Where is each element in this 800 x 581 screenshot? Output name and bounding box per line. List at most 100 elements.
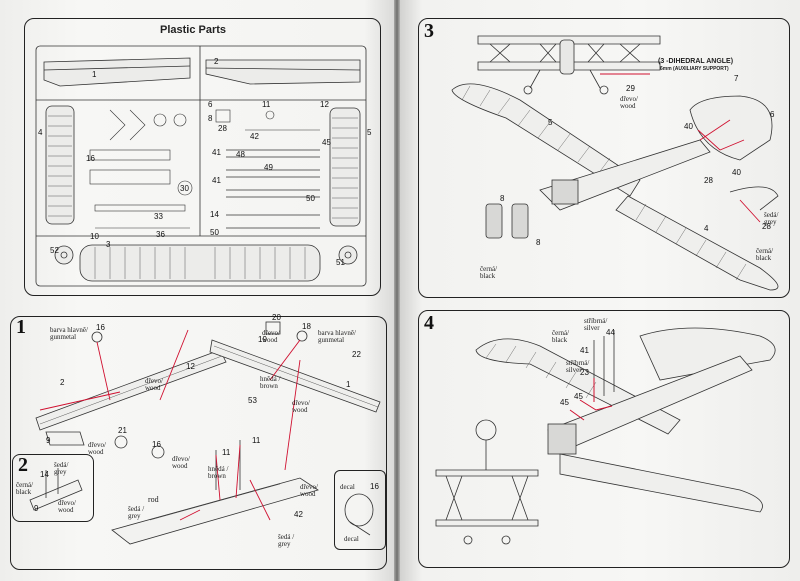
sprue-part-number: 4 bbox=[38, 128, 43, 137]
step-2-subpanel bbox=[12, 454, 94, 522]
step-1-part-number: 16 bbox=[96, 323, 105, 332]
step-3-part-number: 7 bbox=[734, 74, 739, 83]
sprue-part-number: 2 bbox=[214, 57, 219, 66]
step-3-part-number: 28 bbox=[704, 176, 713, 185]
sprue-part-number: 6 bbox=[208, 100, 213, 109]
step-3-part-number: 5 bbox=[548, 118, 553, 127]
step-1-part-number: 1 bbox=[346, 380, 351, 389]
material-label: šedá/grey bbox=[54, 461, 69, 476]
material-label: dřevo/wood bbox=[145, 377, 163, 392]
step-1-part-number: 21 bbox=[118, 426, 127, 435]
sprue-part-number: 50 bbox=[306, 194, 315, 203]
material-label: šedá/grey bbox=[764, 211, 779, 226]
step-3-part-number: 40 bbox=[732, 168, 741, 177]
sprue-part-number: 11 bbox=[262, 100, 271, 109]
step-1-part-number: 42 bbox=[294, 510, 303, 519]
sprue-part-number: 10 bbox=[90, 232, 99, 241]
material-label: dřevo/wood bbox=[300, 483, 318, 498]
step-4-part-number: 23 bbox=[580, 368, 589, 377]
step-3-part-number: 8 bbox=[500, 194, 505, 203]
step-1-part-number: 2 bbox=[60, 378, 65, 387]
sprue-part-number: 16 bbox=[86, 154, 95, 163]
step-3-panel bbox=[418, 18, 790, 298]
sprue-part-number: 41 bbox=[212, 176, 221, 185]
sprue-part-number: 3 bbox=[106, 240, 111, 249]
material-label: šedá /grey bbox=[128, 505, 145, 520]
material-label: černá/black bbox=[480, 265, 498, 280]
sprue-part-number: 30 bbox=[180, 184, 189, 193]
sprue-part-number: 48 bbox=[236, 150, 245, 159]
sprue-part-number: 45 bbox=[322, 138, 331, 147]
step-1-part-number: 53 bbox=[248, 396, 257, 405]
step-1-number: 1 bbox=[16, 316, 26, 338]
material-label: barva hlavně/gunmetal bbox=[318, 329, 356, 344]
material-label: hnědá /brown bbox=[208, 465, 229, 480]
step-4-part-number: 45 bbox=[574, 392, 583, 401]
sprue-part-number: 28 bbox=[218, 124, 227, 133]
sprue-part-number: 14 bbox=[210, 210, 219, 219]
material-label: hnědá /brown bbox=[260, 375, 281, 390]
material-label: černá/black bbox=[16, 481, 34, 496]
step-1-part-number: 22 bbox=[352, 350, 361, 359]
step-3-part-number: 6 bbox=[770, 110, 775, 119]
decal-label: decal bbox=[344, 535, 359, 543]
material-label: stříbrná/silver bbox=[584, 317, 608, 332]
material-label: stříbrná/silver bbox=[566, 359, 590, 374]
material-label: černá/black bbox=[552, 329, 570, 344]
dihedral-note-title: (3 -DIHEDRAL ANGLE) bbox=[658, 58, 734, 65]
step-3-part-number: 28 bbox=[762, 222, 771, 231]
sprue-part-number: 51 bbox=[336, 258, 345, 267]
sprue-part-number: 42 bbox=[250, 132, 259, 141]
step-3-part-number: 40 bbox=[684, 122, 693, 131]
step-1-part-number: 11 bbox=[252, 436, 261, 445]
sprue-part-number: 1 bbox=[92, 70, 97, 79]
material-label: dřevo/wood bbox=[262, 329, 280, 344]
step-1-part-number: 9 bbox=[46, 436, 51, 445]
material-label: dřevo/wood bbox=[292, 399, 310, 414]
step-4-part-number: 44 bbox=[606, 328, 615, 337]
rod-label: rod bbox=[148, 495, 159, 504]
decal-subpanel bbox=[334, 470, 386, 550]
sprue-part-number: 5 bbox=[367, 128, 372, 137]
sprue-part-number: 50 bbox=[210, 228, 219, 237]
step-3-part-number: 29 bbox=[626, 84, 635, 93]
sprue-part-number: 8 bbox=[208, 114, 213, 123]
step-2-number: 2 bbox=[18, 454, 28, 476]
sprue-part-number: 52 bbox=[50, 246, 59, 255]
step-2-part-number: 9 bbox=[34, 504, 39, 513]
sprue-part-number: 49 bbox=[264, 163, 273, 172]
step-2-part-number: 14 bbox=[40, 470, 49, 479]
step-1-part-number: 18 bbox=[302, 322, 311, 331]
material-label: šedá /grey bbox=[278, 533, 295, 548]
step-4-part-number: 41 bbox=[580, 346, 589, 355]
plastic-parts-panel bbox=[24, 18, 381, 296]
material-label: barva hlavně/gunmetal bbox=[50, 326, 88, 341]
step-1-part-number: 11 bbox=[222, 448, 231, 457]
material-label: černá/black bbox=[756, 247, 774, 262]
step-1-part-number: 20 bbox=[272, 313, 281, 322]
step-3-number: 3 bbox=[424, 20, 434, 42]
dihedral-note-subtitle: 6mm (AUXILIARY SUPPORT) bbox=[660, 66, 729, 72]
step-3-part-number: 4 bbox=[704, 224, 709, 233]
sprue-part-number: 12 bbox=[320, 100, 329, 109]
material-label: dřevo/wood bbox=[172, 455, 190, 470]
step-4-number: 4 bbox=[424, 312, 434, 334]
step-3-part-number: 8 bbox=[536, 238, 541, 247]
step-1-part-number: 16 bbox=[370, 482, 379, 491]
page-gutter bbox=[394, 0, 400, 581]
decal-label: decal bbox=[340, 483, 355, 491]
material-label: dřevo/wood bbox=[88, 441, 106, 456]
step-1-panel bbox=[10, 316, 387, 570]
step-1-part-number: 16 bbox=[152, 440, 161, 449]
material-label: dřevo/wood bbox=[620, 95, 638, 110]
step-1-part-number: 19 bbox=[258, 335, 267, 344]
material-label: dřevo/wood bbox=[58, 499, 76, 514]
plastic-parts-title: Plastic Parts bbox=[160, 24, 227, 36]
sprue-part-number: 33 bbox=[154, 212, 163, 221]
left-page bbox=[0, 0, 396, 581]
step-1-part-number: 12 bbox=[186, 362, 195, 371]
